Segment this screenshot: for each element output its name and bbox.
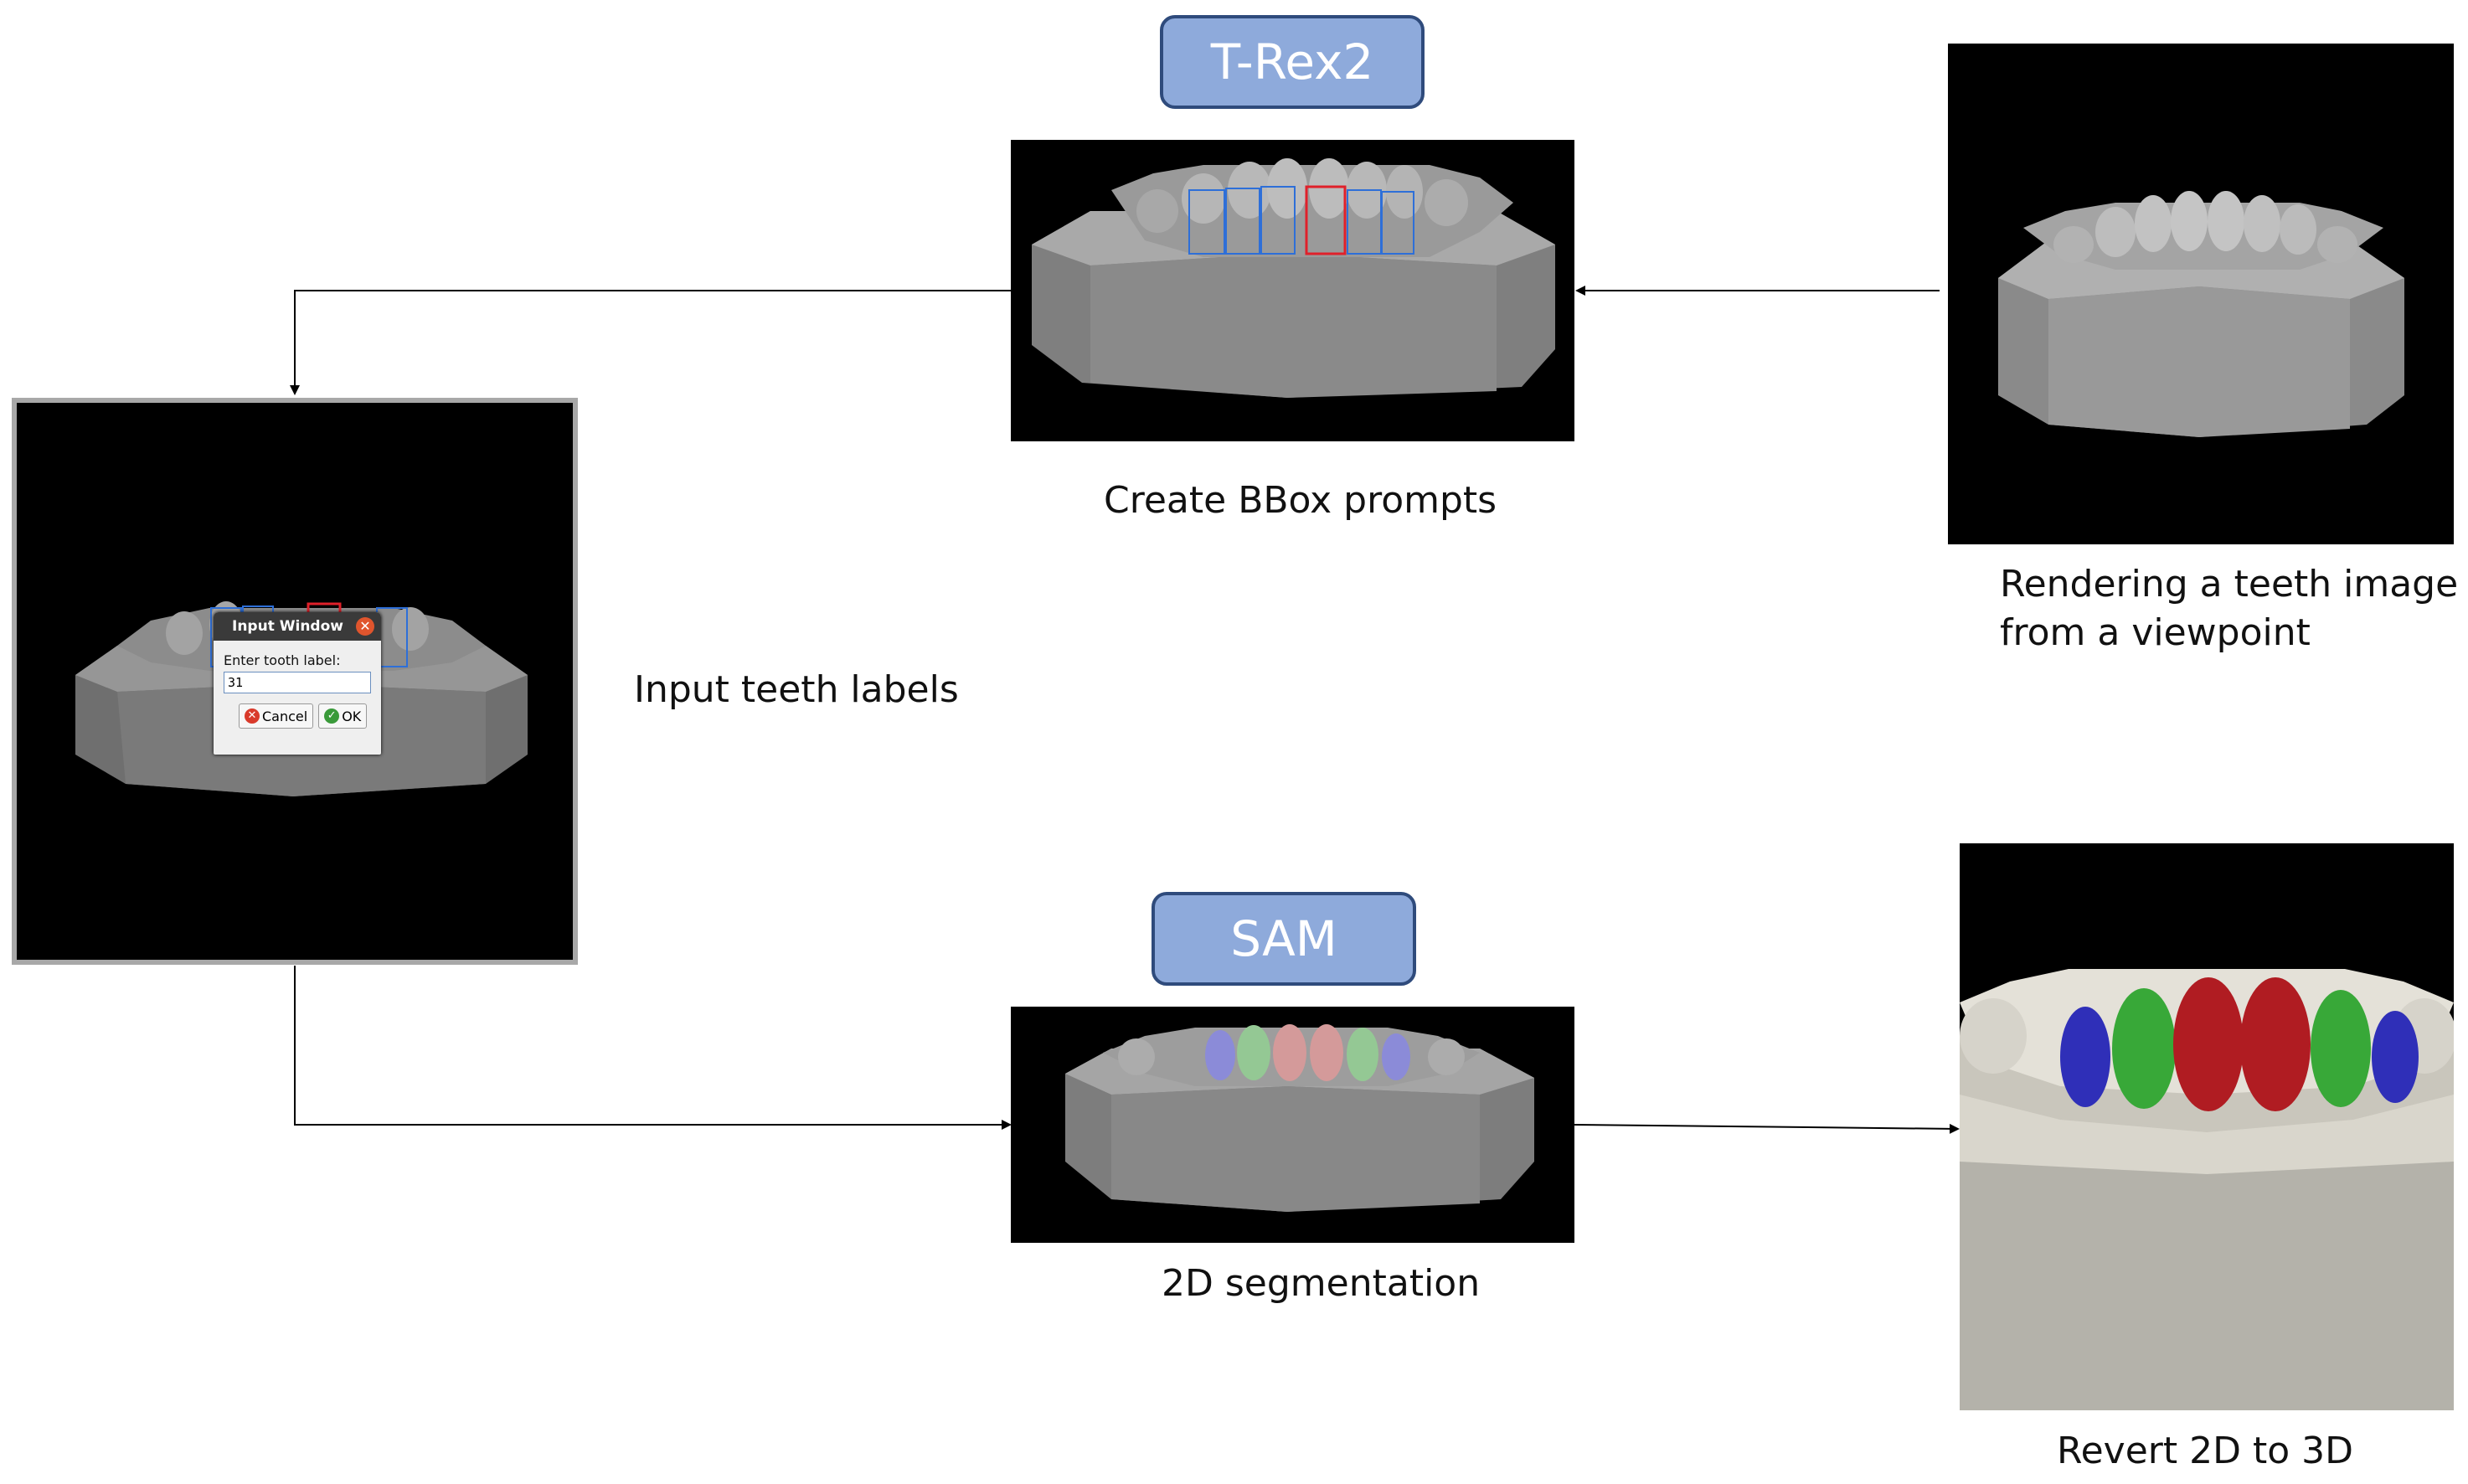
arrow-input-to-seg <box>294 966 1012 1130</box>
trex2-model-box: T-Rex2 <box>1160 15 1425 109</box>
segmented-tooth <box>1237 1025 1270 1080</box>
ok-button[interactable]: ✓ OK <box>318 703 368 729</box>
segmented-tooth-3d <box>2060 1007 2110 1107</box>
tooth-label-input[interactable]: 31 <box>224 672 371 693</box>
check-icon: ✓ <box>324 709 340 724</box>
segmented-tooth <box>1205 1030 1235 1080</box>
bbox-prompt-selected <box>1305 185 1347 255</box>
ok-button-label: OK <box>342 708 362 724</box>
tooth-label-prompt: Enter tooth label: <box>224 652 341 668</box>
input-dialog: Input Window ✕ Enter tooth label: 31 ✕ C… <box>214 612 381 755</box>
segmented-tooth <box>1273 1024 1306 1081</box>
cancel-button[interactable]: ✕ Cancel <box>239 703 314 729</box>
caption-create-bbox: Create BBox prompts <box>1104 479 1497 522</box>
caption-input-labels: Input teeth labels <box>634 668 959 711</box>
segmented-tooth-3d <box>2112 988 2176 1109</box>
close-icon[interactable]: ✕ <box>356 617 374 636</box>
cancel-icon: ✕ <box>245 709 260 724</box>
segmented-tooth <box>1310 1024 1343 1081</box>
bbox-prompt <box>1381 191 1414 255</box>
bbox-prompt <box>1188 189 1225 255</box>
sam-model-box: SAM <box>1152 892 1416 986</box>
caption-rendering-line1: Rendering a teeth image <box>2000 563 2459 605</box>
revert-3d-image <box>1960 843 2454 1410</box>
bbox-prompt-image <box>1011 140 1574 441</box>
dialog-title-bar: Input Window ✕ <box>214 612 381 641</box>
bbox-prompt <box>1225 188 1260 255</box>
dental-model-3d-svg <box>1960 969 2454 1410</box>
dental-model-bbox-svg <box>1032 158 1555 398</box>
segmented-tooth <box>1382 1033 1410 1080</box>
segmented-tooth-3d <box>2240 977 2311 1111</box>
dialog-title: Input Window <box>232 618 343 635</box>
segmented-tooth-3d <box>2372 1011 2419 1103</box>
segmented-tooth-3d <box>2311 990 2371 1107</box>
caption-rendering-line2: from a viewpoint <box>2000 611 2311 654</box>
arrow-bbox-to-input <box>290 290 1011 395</box>
bbox-prompt <box>1260 186 1296 255</box>
segmentation-image <box>1011 1007 1574 1243</box>
dental-model-seg-svg <box>1065 1024 1534 1212</box>
caption-revert: Revert 2D to 3D <box>2057 1430 2353 1472</box>
dental-model-render-svg <box>1998 191 2404 437</box>
segmented-tooth <box>1347 1028 1378 1081</box>
cancel-button-label: Cancel <box>262 708 308 724</box>
segmented-tooth-3d <box>2173 977 2244 1111</box>
input-label-screenshot: Input Window ✕ Enter tooth label: 31 ✕ C… <box>17 403 573 960</box>
arrow-seg-to-3d <box>1574 1123 1960 1134</box>
rendered-teeth-image <box>1948 44 2454 544</box>
input-label-screenshot-frame: Input Window ✕ Enter tooth label: 31 ✕ C… <box>12 398 578 965</box>
caption-segmentation: 2D segmentation <box>1162 1262 1481 1305</box>
